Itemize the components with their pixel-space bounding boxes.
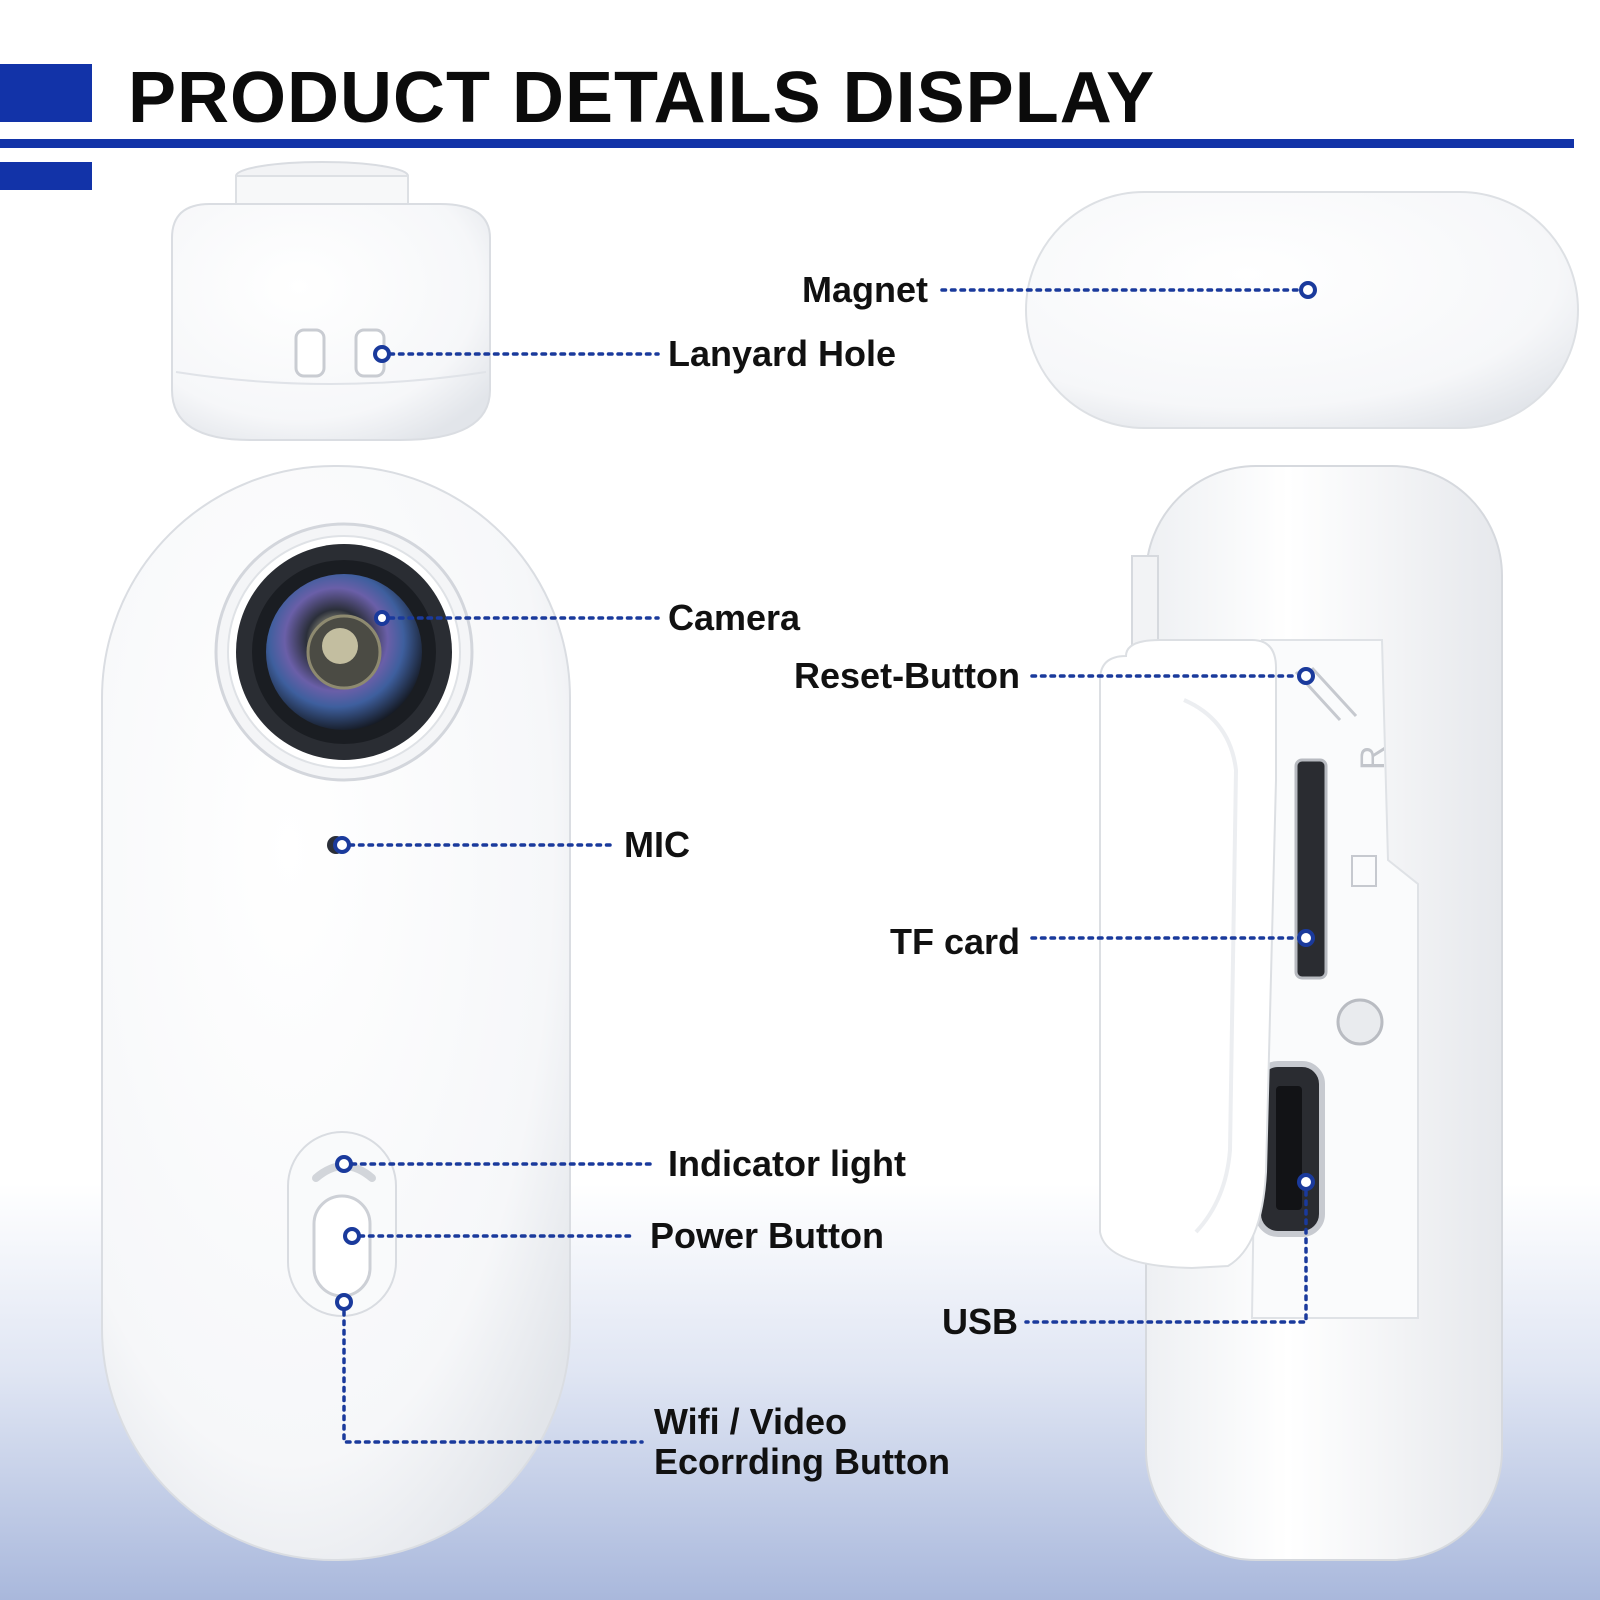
page-title: PRODUCT DETAILS DISPLAY <box>128 58 1156 138</box>
header-small-block <box>0 162 92 190</box>
label-power-button: Power Button <box>650 1215 884 1256</box>
dot-reset <box>1297 667 1315 685</box>
label-camera: Camera <box>668 597 801 638</box>
lanyard-cap <box>171 161 491 441</box>
dot-indicator <box>335 1155 353 1173</box>
dot-tf <box>1297 929 1315 947</box>
header-accent-block <box>0 64 92 122</box>
power-button <box>312 1194 372 1298</box>
label-reset-button: Reset-Button <box>794 655 1020 696</box>
camera-body-front <box>101 465 571 1561</box>
magnet-pill <box>1025 191 1579 429</box>
label-mic: MIC <box>624 824 690 865</box>
label-indicator-light: Indicator light <box>668 1143 906 1184</box>
tf-card-slot <box>1294 758 1328 980</box>
belt-clip <box>1099 639 1277 1270</box>
leader-lines <box>342 288 1308 1444</box>
dot-power <box>343 1227 361 1245</box>
label-wifi-video-button: Wifi / Video Ecorrding Button <box>654 1402 950 1482</box>
label-usb: USB <box>941 1301 1018 1342</box>
dot-camera <box>374 610 390 626</box>
camera-body-side: R <box>1099 465 1503 1561</box>
dot-mic <box>333 836 351 854</box>
dot-magnet <box>1299 281 1317 299</box>
screw <box>1336 998 1384 1046</box>
label-lanyard-hole: Lanyard Hole <box>668 333 897 374</box>
dot-lanyard <box>373 345 391 363</box>
header-underline <box>0 139 1574 148</box>
label-tf-card: TF card <box>889 921 1020 962</box>
svg-text:R: R <box>1354 745 1392 770</box>
callout-dots <box>333 281 1317 1311</box>
dot-usb <box>1297 1173 1315 1191</box>
label-magnet: Magnet <box>802 269 928 310</box>
label-wifi-video-line2: Ecorrding Button <box>654 1441 950 1482</box>
label-wifi-video-line1: Wifi / Video <box>654 1401 848 1442</box>
dot-wifi <box>335 1293 353 1311</box>
